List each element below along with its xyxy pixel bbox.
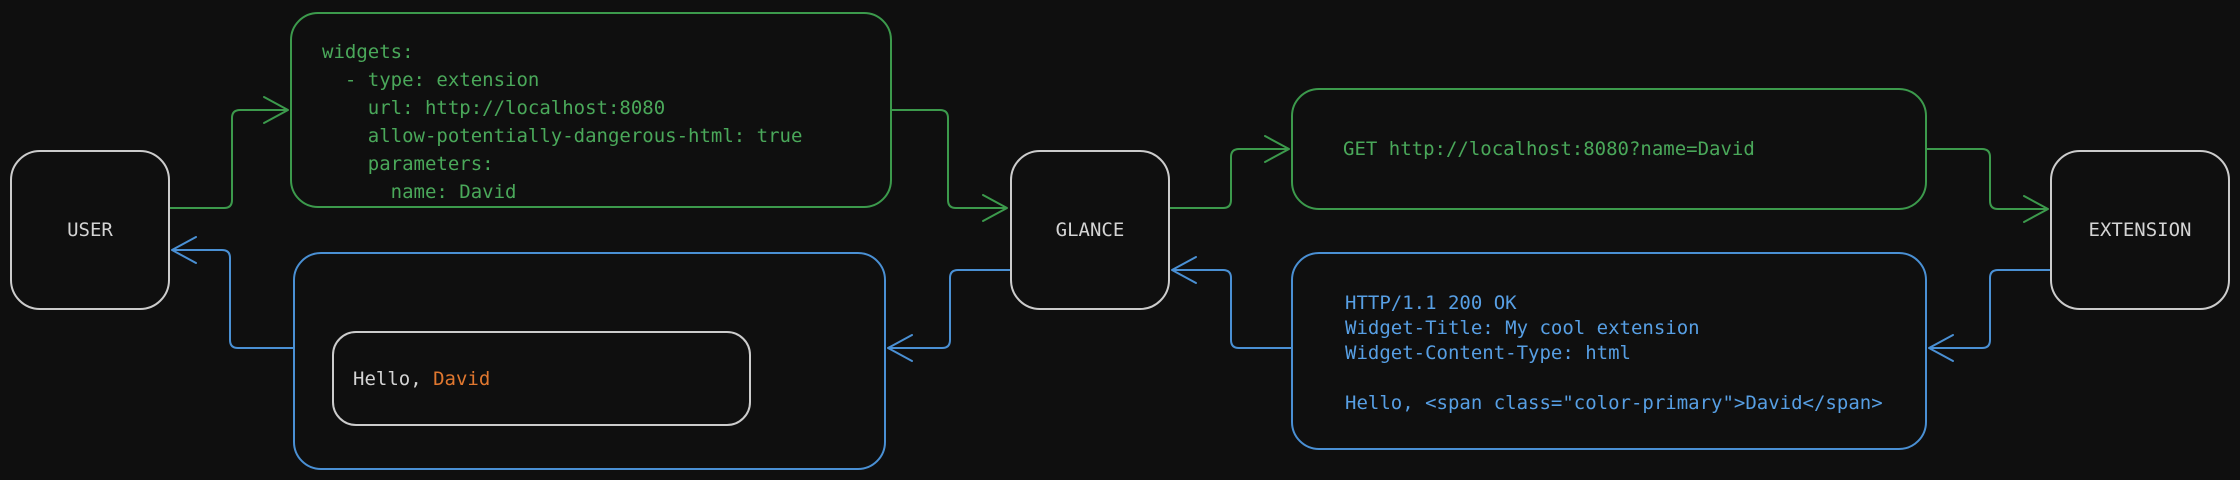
config-line: parameters: <box>322 153 494 175</box>
node-glance: GLANCE <box>1010 150 1170 310</box>
rendered-widget-box: MY COOL EXTENSION Hello, David <box>293 252 886 470</box>
config-line: - type: extension <box>322 69 540 91</box>
node-user: USER <box>10 150 170 310</box>
edge-user-to-config-arrow <box>169 96 289 209</box>
widget-greeting-text: Hello, <box>353 367 434 390</box>
config-line: name: David <box>322 181 517 203</box>
node-glance-label: GLANCE <box>1055 219 1125 241</box>
http-request-box: GET http://localhost:8080?name=David <box>1291 88 1927 210</box>
config-line: allow-potentially-dangerous-html: true <box>322 125 803 147</box>
response-line: Hello, <span class="color-primary">David… <box>1345 392 1883 414</box>
edge-response-to-glance-arrow <box>1171 256 1292 349</box>
config-yaml-box: widgets: - type: extension url: http://l… <box>290 12 892 208</box>
edge-widget-to-user-arrow <box>171 236 294 349</box>
node-extension-label: EXTENSION <box>2088 219 2192 241</box>
edge-request-to-extension-arrow <box>1926 148 2049 223</box>
config-line: widgets: <box>322 41 414 63</box>
http-response-box: HTTP/1.1 200 OK Widget-Title: My cool ex… <box>1291 252 1927 450</box>
node-user-label: USER <box>67 219 113 241</box>
config-line: url: http://localhost:8080 <box>322 97 666 119</box>
widget-greeting-name: David <box>433 367 491 390</box>
edge-extension-to-response-arrow <box>1928 269 2051 362</box>
edge-config-to-glance-arrow <box>891 109 1008 222</box>
widget-content-frame: Hello, David <box>332 331 751 426</box>
node-extension: EXTENSION <box>2050 150 2230 310</box>
response-line: HTTP/1.1 200 OK <box>1345 292 1517 314</box>
response-line: Widget-Title: My cool extension <box>1345 317 1700 339</box>
edge-glance-to-widget-arrow <box>887 269 1011 362</box>
response-line <box>1345 366 1905 391</box>
response-line: Widget-Content-Type: html <box>1345 342 1631 364</box>
request-line: GET http://localhost:8080?name=David <box>1343 138 1755 160</box>
edge-glance-to-request-arrow <box>1169 135 1290 209</box>
